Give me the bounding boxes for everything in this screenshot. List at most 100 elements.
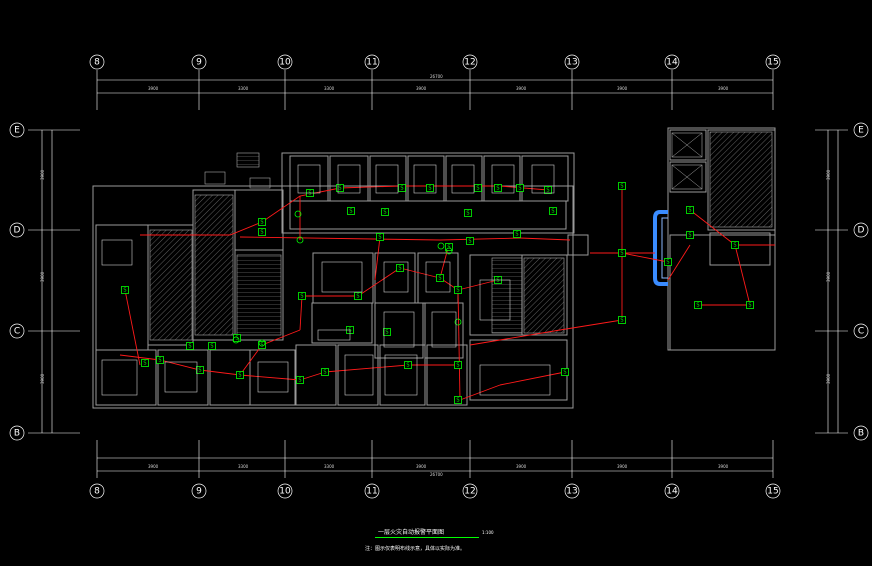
svg-text:3900: 3900 (516, 464, 527, 469)
smoke-detector-icon (746, 301, 754, 309)
smoke-detector-symbol: S (238, 373, 241, 379)
grid-column-top-9-label: 9 (196, 58, 202, 68)
smoke-detector-icon (186, 342, 194, 350)
smoke-detector-icon (404, 361, 412, 369)
smoke-detector-symbol: S (338, 186, 341, 192)
grid-column-bottom-9: 9 (191, 483, 207, 499)
smoke-detector-symbol: S (456, 363, 459, 369)
grid-column-top-14: 14 (664, 54, 680, 70)
grid-column-bottom-8-label: 8 (94, 487, 100, 497)
manual-alarm-icon (232, 336, 240, 344)
grid-row-right-B: B (853, 425, 869, 441)
smoke-detector-symbol: S (349, 209, 352, 215)
drawing-note: 注：图示仅表明布线示意，具体以实际为准。 (365, 546, 466, 552)
smoke-detector-icon (474, 184, 482, 192)
smoke-detector-symbol: S (385, 330, 388, 336)
grid-column-top-8: 8 (89, 54, 105, 70)
smoke-detector-icon (516, 184, 524, 192)
grid-row-left-C: C (9, 323, 25, 339)
svg-text:3900: 3900 (516, 86, 527, 91)
smoke-detector-icon (354, 292, 362, 300)
smoke-detector-icon (694, 301, 702, 309)
grid-column-top-15-label: 15 (767, 58, 778, 68)
svg-text:3300: 3300 (324, 86, 335, 91)
grid-column-bottom-13: 13 (564, 483, 580, 499)
smoke-detector-symbol: S (620, 251, 623, 257)
smoke-detector-icon (549, 207, 557, 215)
smoke-detector-icon (686, 206, 694, 214)
svg-text:3900: 3900 (826, 271, 831, 282)
grid-column-bottom-11: 11 (364, 483, 380, 499)
smoke-detector-symbol: S (666, 260, 669, 266)
smoke-detector-symbol: S (733, 243, 736, 249)
smoke-detector-symbol: S (428, 186, 431, 192)
smoke-detector-symbol: S (123, 288, 126, 294)
smoke-detector-icon (618, 182, 626, 190)
grid-row-left-C-label: C (14, 327, 20, 337)
smoke-detector-symbol: S (515, 232, 518, 238)
smoke-detector-symbol: S (308, 191, 311, 197)
smoke-detector-symbol: S (378, 235, 381, 241)
smoke-detector-symbol: S (748, 303, 751, 309)
grid-column-top-10: 10 (277, 54, 293, 70)
grid-column-top-9: 9 (191, 54, 207, 70)
svg-text:3900: 3900 (718, 86, 729, 91)
smoke-detector-icon (258, 341, 266, 349)
smoke-detector-icon (454, 286, 462, 294)
grid-row-left-B: B (9, 425, 25, 441)
smoke-detector-symbol: S (158, 358, 161, 364)
grid-row-left-B-label: B (14, 429, 20, 439)
smoke-detector-icon (426, 184, 434, 192)
smoke-detector-icon (236, 371, 244, 379)
grid-row-left-E: E (9, 122, 25, 138)
smoke-detector-icon (445, 243, 453, 251)
grid-column-top-10-label: 10 (279, 58, 291, 68)
smoke-detector-symbol: S (496, 186, 499, 192)
smoke-detector-icon (464, 209, 472, 217)
grid-column-bottom-9-label: 9 (196, 487, 202, 497)
smoke-detector-symbol: S (551, 209, 554, 215)
grid-column-top-8-label: 8 (94, 58, 100, 68)
smoke-detector-symbol: S (456, 288, 459, 294)
smoke-detector-icon (398, 184, 406, 192)
svg-text:3900: 3900 (40, 271, 45, 282)
svg-text:3900: 3900 (718, 464, 729, 469)
smoke-detector-symbol: S (260, 220, 263, 226)
alarm-wiring (119, 185, 775, 401)
smoke-detector-icon (296, 376, 304, 384)
smoke-detector-icon (196, 366, 204, 374)
grid-column-bottom-14: 14 (664, 483, 680, 499)
drawing-scale: 1:100 (482, 530, 494, 535)
grid-column-bottom-10: 10 (277, 483, 293, 499)
grid-column-bottom-10-label: 10 (279, 487, 291, 497)
smoke-detector-icon (618, 249, 626, 257)
smoke-detector-icon (121, 286, 129, 294)
smoke-detector-symbol: S (356, 294, 359, 300)
manual-alarm-icon (258, 339, 266, 347)
smoke-detector-icon (141, 359, 149, 367)
entrance-stair (204, 152, 271, 189)
smoke-detector-icon (258, 228, 266, 236)
furniture (101, 164, 555, 396)
smoke-detector-symbol: S (688, 208, 691, 214)
svg-text:3300: 3300 (238, 86, 249, 91)
manual-alarm-icon (437, 242, 445, 250)
grid-column-bottom-11-label: 11 (366, 487, 377, 497)
manual-alarm-icon (294, 210, 302, 218)
smoke-detector-symbol: S (235, 336, 238, 342)
grid-row-right-E-label: E (858, 126, 864, 136)
grid-row-right-E: E (853, 122, 869, 138)
annex-hatch (671, 131, 773, 228)
svg-text:3900: 3900 (148, 464, 159, 469)
smoke-detector-symbol: S (198, 368, 201, 374)
smoke-detector-symbol: S (188, 344, 191, 350)
grid-row-right-B-label: B (858, 429, 864, 439)
smoke-detector-icon (494, 184, 502, 192)
grid-row-right-D: D (853, 222, 869, 238)
smoke-detector-icon (336, 184, 344, 192)
svg-text:3900: 3900 (617, 464, 628, 469)
grid-column-top-11-label: 11 (366, 58, 377, 68)
smoke-detector-icon (618, 316, 626, 324)
grid-row-left-D-label: D (14, 226, 21, 236)
